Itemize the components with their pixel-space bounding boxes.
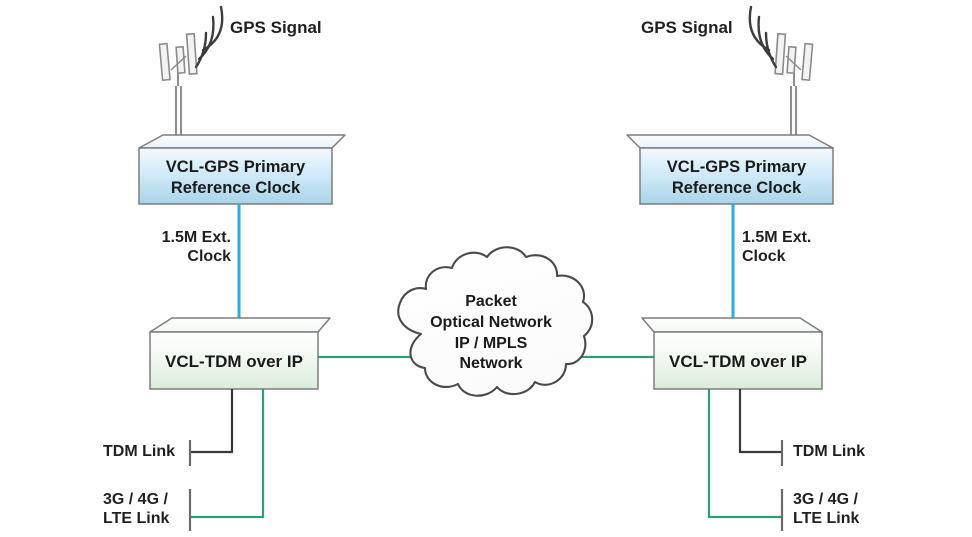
network-cloud-icon[interactable] [397,246,594,397]
tdm-link-line-left [190,389,234,454]
gps-signal-label-right: GPS Signal [641,18,733,37]
gps-antenna-icon-left [158,5,224,140]
mobile-link-line-right [707,389,782,519]
tdm-over-ip-box-left[interactable] [149,317,331,390]
clock-label-right: 1.5M Ext. Clock [742,229,812,265]
mobile-link-label-left: 3G / 4G / LTE Link [103,491,170,527]
tdm-link-line-right [738,389,782,454]
mobile-link-label-right: 3G / 4G / LTE Link [793,491,860,527]
gps-clock-box-label-right: VCL-GPS Primary Reference Clock [666,158,807,197]
gps-clock-box-right[interactable] [626,134,834,205]
clock-label-left: 1.5M Ext. Clock [161,229,231,265]
mobile-link-line-left [190,389,265,519]
gps-signal-label-left: GPS Signal [230,18,322,37]
tdm-link-label-right: TDM Link [793,443,865,460]
tdm-over-ip-box-label-right: VCL-TDM over IP [669,352,807,371]
gps-clock-box-left[interactable] [138,134,346,205]
gps-clock-box-label-left: VCL-GPS Primary Reference Clock [165,158,306,197]
gps-antenna-icon-right [748,5,814,140]
tdm-over-ip-box-right[interactable] [641,317,823,390]
network-cloud-label: Packet Optical Network IP / MPLS Network [430,293,552,373]
tdm-over-ip-box-label-left: VCL-TDM over IP [165,352,303,371]
tdm-link-label-left: TDM Link [103,443,175,460]
